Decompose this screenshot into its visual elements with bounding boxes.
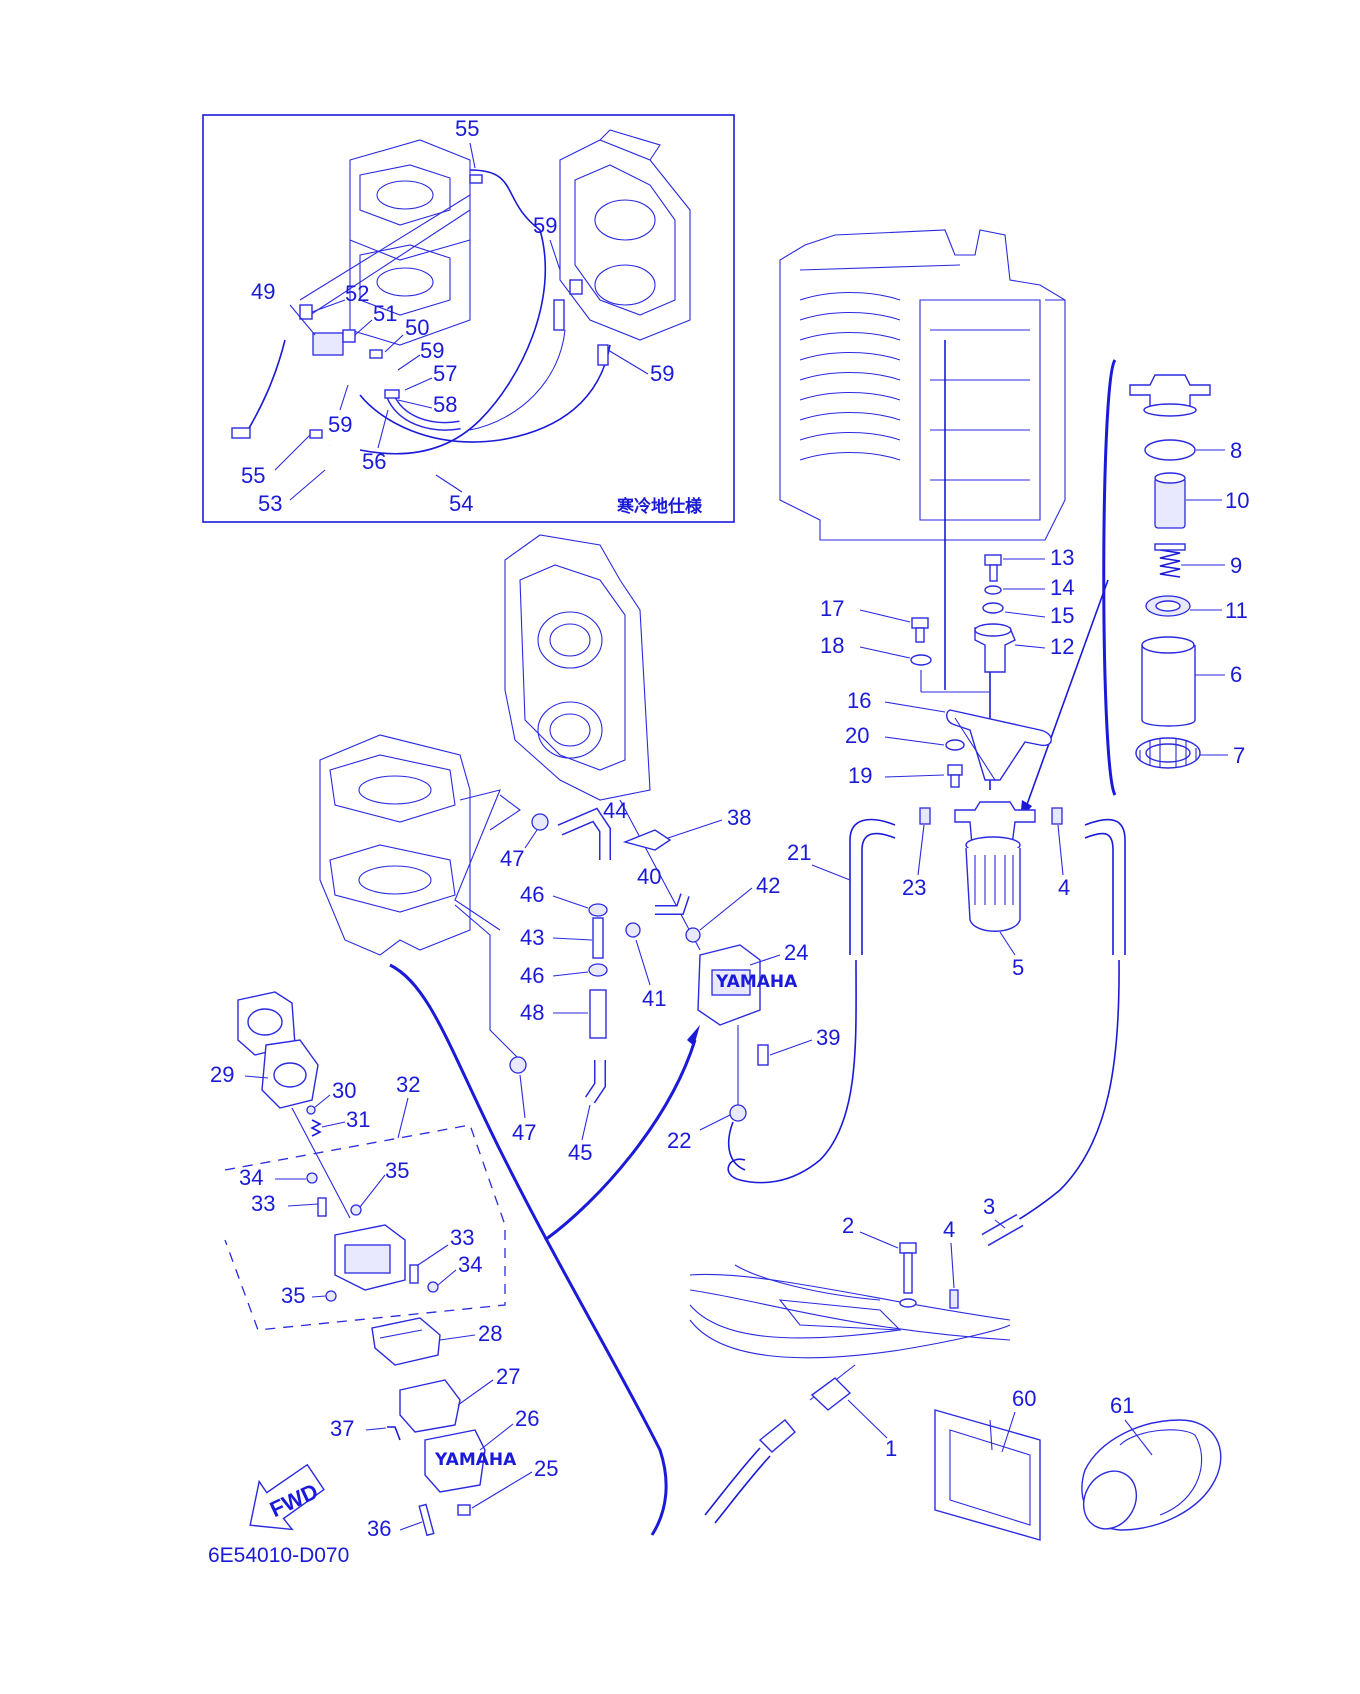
callout-56: 56 <box>362 449 386 474</box>
filter-callouts: 8 10 9 11 6 7 <box>1181 438 1249 768</box>
callout-33: 33 <box>251 1191 275 1216</box>
callout-40: 40 <box>637 864 661 889</box>
callout-59: 59 <box>420 338 444 363</box>
callout-34: 34 <box>239 1165 263 1190</box>
filter-exploded-group <box>1102 359 1211 796</box>
callout-45: 45 <box>568 1140 592 1165</box>
bottom-callouts: 60 61 <box>1001 1386 1153 1456</box>
fwd-arrow: FWD <box>249 1463 325 1531</box>
callout-48: 48 <box>520 1000 544 1025</box>
tank-connector-area <box>689 1213 1024 1524</box>
callout-4: 4 <box>943 1217 955 1242</box>
callout-43: 43 <box>520 925 544 950</box>
callout-1: 1 <box>885 1436 897 1461</box>
callout-33: 33 <box>450 1225 474 1250</box>
inset-callouts: 55 59 49 52 51 50 59 59 57 58 59 56 55 5… <box>241 116 703 517</box>
bracket-assembly <box>910 554 1063 932</box>
cover-logo: YAMAHA <box>434 1450 517 1470</box>
callout-59: 59 <box>328 412 352 437</box>
callout-11: 11 <box>1225 598 1248 623</box>
callout-55: 55 <box>241 463 265 488</box>
callout-31: 31 <box>346 1107 370 1132</box>
callout-58: 58 <box>433 392 457 417</box>
callout-32: 32 <box>396 1072 420 1097</box>
callout-46: 46 <box>520 882 544 907</box>
callout-30: 30 <box>332 1078 356 1103</box>
pump-exploded: YAMAHA <box>224 991 517 1537</box>
callout-12: 12 <box>1050 634 1074 659</box>
callout-59: 59 <box>533 213 557 238</box>
label-card <box>934 1409 1041 1541</box>
callout-29: 29 <box>210 1062 234 1087</box>
callout-19: 19 <box>848 763 872 788</box>
callout-2: 2 <box>842 1213 854 1238</box>
bracket-callouts: 13 14 15 12 17 18 16 20 19 23 4 5 <box>820 545 1074 980</box>
callout-36: 36 <box>367 1516 391 1541</box>
callout-26: 26 <box>515 1406 539 1431</box>
callout-46: 46 <box>520 963 544 988</box>
callout-41: 41 <box>642 986 666 1011</box>
callout-24: 24 <box>784 940 808 965</box>
callout-13: 13 <box>1050 545 1074 570</box>
pump-logo: YAMAHA <box>715 972 798 992</box>
callout-47: 47 <box>512 1120 536 1145</box>
callout-38: 38 <box>727 805 751 830</box>
inset-panel <box>202 114 735 523</box>
callout-35: 35 <box>385 1158 409 1183</box>
cover-part <box>1081 1419 1222 1531</box>
callout-49: 49 <box>251 279 275 304</box>
tank-callouts: 2 4 3 1 <box>842 1194 1006 1461</box>
callout-7: 7 <box>1233 743 1245 768</box>
callout-14: 14 <box>1050 575 1074 600</box>
pump-callouts: 29 30 31 32 34 35 33 33 34 35 28 27 37 2… <box>210 1062 558 1541</box>
callout-6: 6 <box>1230 662 1242 687</box>
callout-10: 10 <box>1225 488 1249 513</box>
callout-35: 35 <box>281 1283 305 1308</box>
callout-61: 61 <box>1110 1393 1134 1418</box>
callout-57: 57 <box>433 361 457 386</box>
callout-50: 50 <box>405 315 429 340</box>
callout-18: 18 <box>820 633 844 658</box>
callout-5: 5 <box>1012 955 1024 980</box>
callout-37: 37 <box>330 1416 354 1441</box>
callout-53: 53 <box>258 491 282 516</box>
callout-60: 60 <box>1012 1386 1036 1411</box>
callout-44: 44 <box>603 798 627 823</box>
callout-51: 51 <box>373 301 397 326</box>
callout-25: 25 <box>534 1456 558 1481</box>
callout-34: 34 <box>458 1252 482 1277</box>
callout-54: 54 <box>449 491 473 516</box>
carburetors-center <box>319 734 501 956</box>
callout-52: 52 <box>345 281 369 306</box>
callout-8: 8 <box>1230 438 1242 463</box>
callout-55: 55 <box>455 116 479 141</box>
callout-16: 16 <box>847 688 871 713</box>
callout-59: 59 <box>650 361 674 386</box>
callout-15: 15 <box>1050 603 1074 628</box>
callout-9: 9 <box>1230 553 1242 578</box>
cylinder-head-center <box>504 534 651 801</box>
callout-21: 21 <box>787 840 811 865</box>
drawing-code: 6E54010-D070 <box>208 1544 349 1567</box>
center-parts: YAMAHA <box>509 807 798 1122</box>
callout-27: 27 <box>496 1364 520 1389</box>
inset-title: 寒冷地仕様 <box>617 496 703 517</box>
callout-23: 23 <box>902 875 926 900</box>
callout-42: 42 <box>756 873 780 898</box>
callout-22: 22 <box>667 1128 691 1153</box>
callout-20: 20 <box>845 723 869 748</box>
callout-28: 28 <box>478 1321 502 1346</box>
callout-39: 39 <box>816 1025 840 1050</box>
callout-3: 3 <box>983 1194 995 1219</box>
powerhead-block <box>779 229 1066 541</box>
callout-47: 47 <box>500 846 524 871</box>
callout-4: 4 <box>1058 875 1070 900</box>
center-callouts: 44 47 38 40 42 46 43 46 48 41 24 39 47 4… <box>500 798 840 1165</box>
callout-17: 17 <box>820 596 844 621</box>
